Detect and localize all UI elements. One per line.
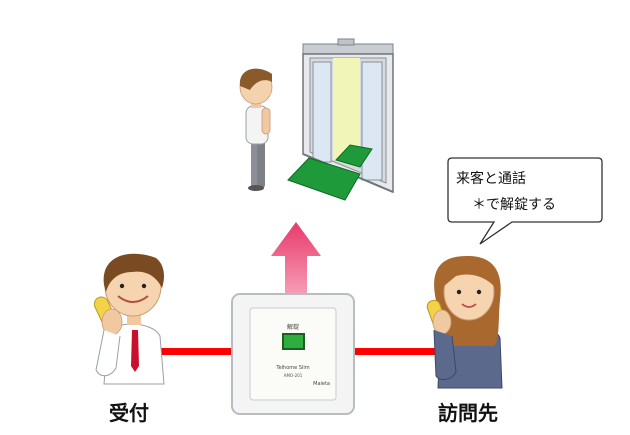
right-connection-line	[350, 348, 442, 355]
intercom-panel-icon: 解錠 Telhome Slim AMO-201 Maieta	[231, 293, 355, 415]
woman-phone-icon	[426, 256, 503, 389]
speech-bubble-text: 来客と通話 ＊で解錠する	[456, 166, 588, 218]
visitor-host-label: 訪問先	[438, 401, 498, 425]
device-brand: Maieta	[313, 381, 330, 387]
reception-label: 受付	[109, 401, 149, 425]
left-connection-line	[160, 348, 236, 355]
device-top-label: 解錠	[287, 323, 299, 331]
speech-bubble-line-1: 来客と通話	[456, 171, 526, 187]
door-mat	[287, 157, 361, 201]
speech-bubble-line-2: ＊で解錠する	[472, 197, 556, 213]
device-model-label: Telhome Slim	[275, 365, 309, 371]
up-arrow-icon	[271, 222, 321, 296]
speech-bubble	[447, 157, 603, 245]
automatic-door-icon	[302, 38, 394, 194]
device-part-number: AMO-201	[284, 373, 303, 378]
visitor-man-icon	[239, 68, 273, 191]
receptionist-man-phone-icon	[93, 253, 165, 385]
